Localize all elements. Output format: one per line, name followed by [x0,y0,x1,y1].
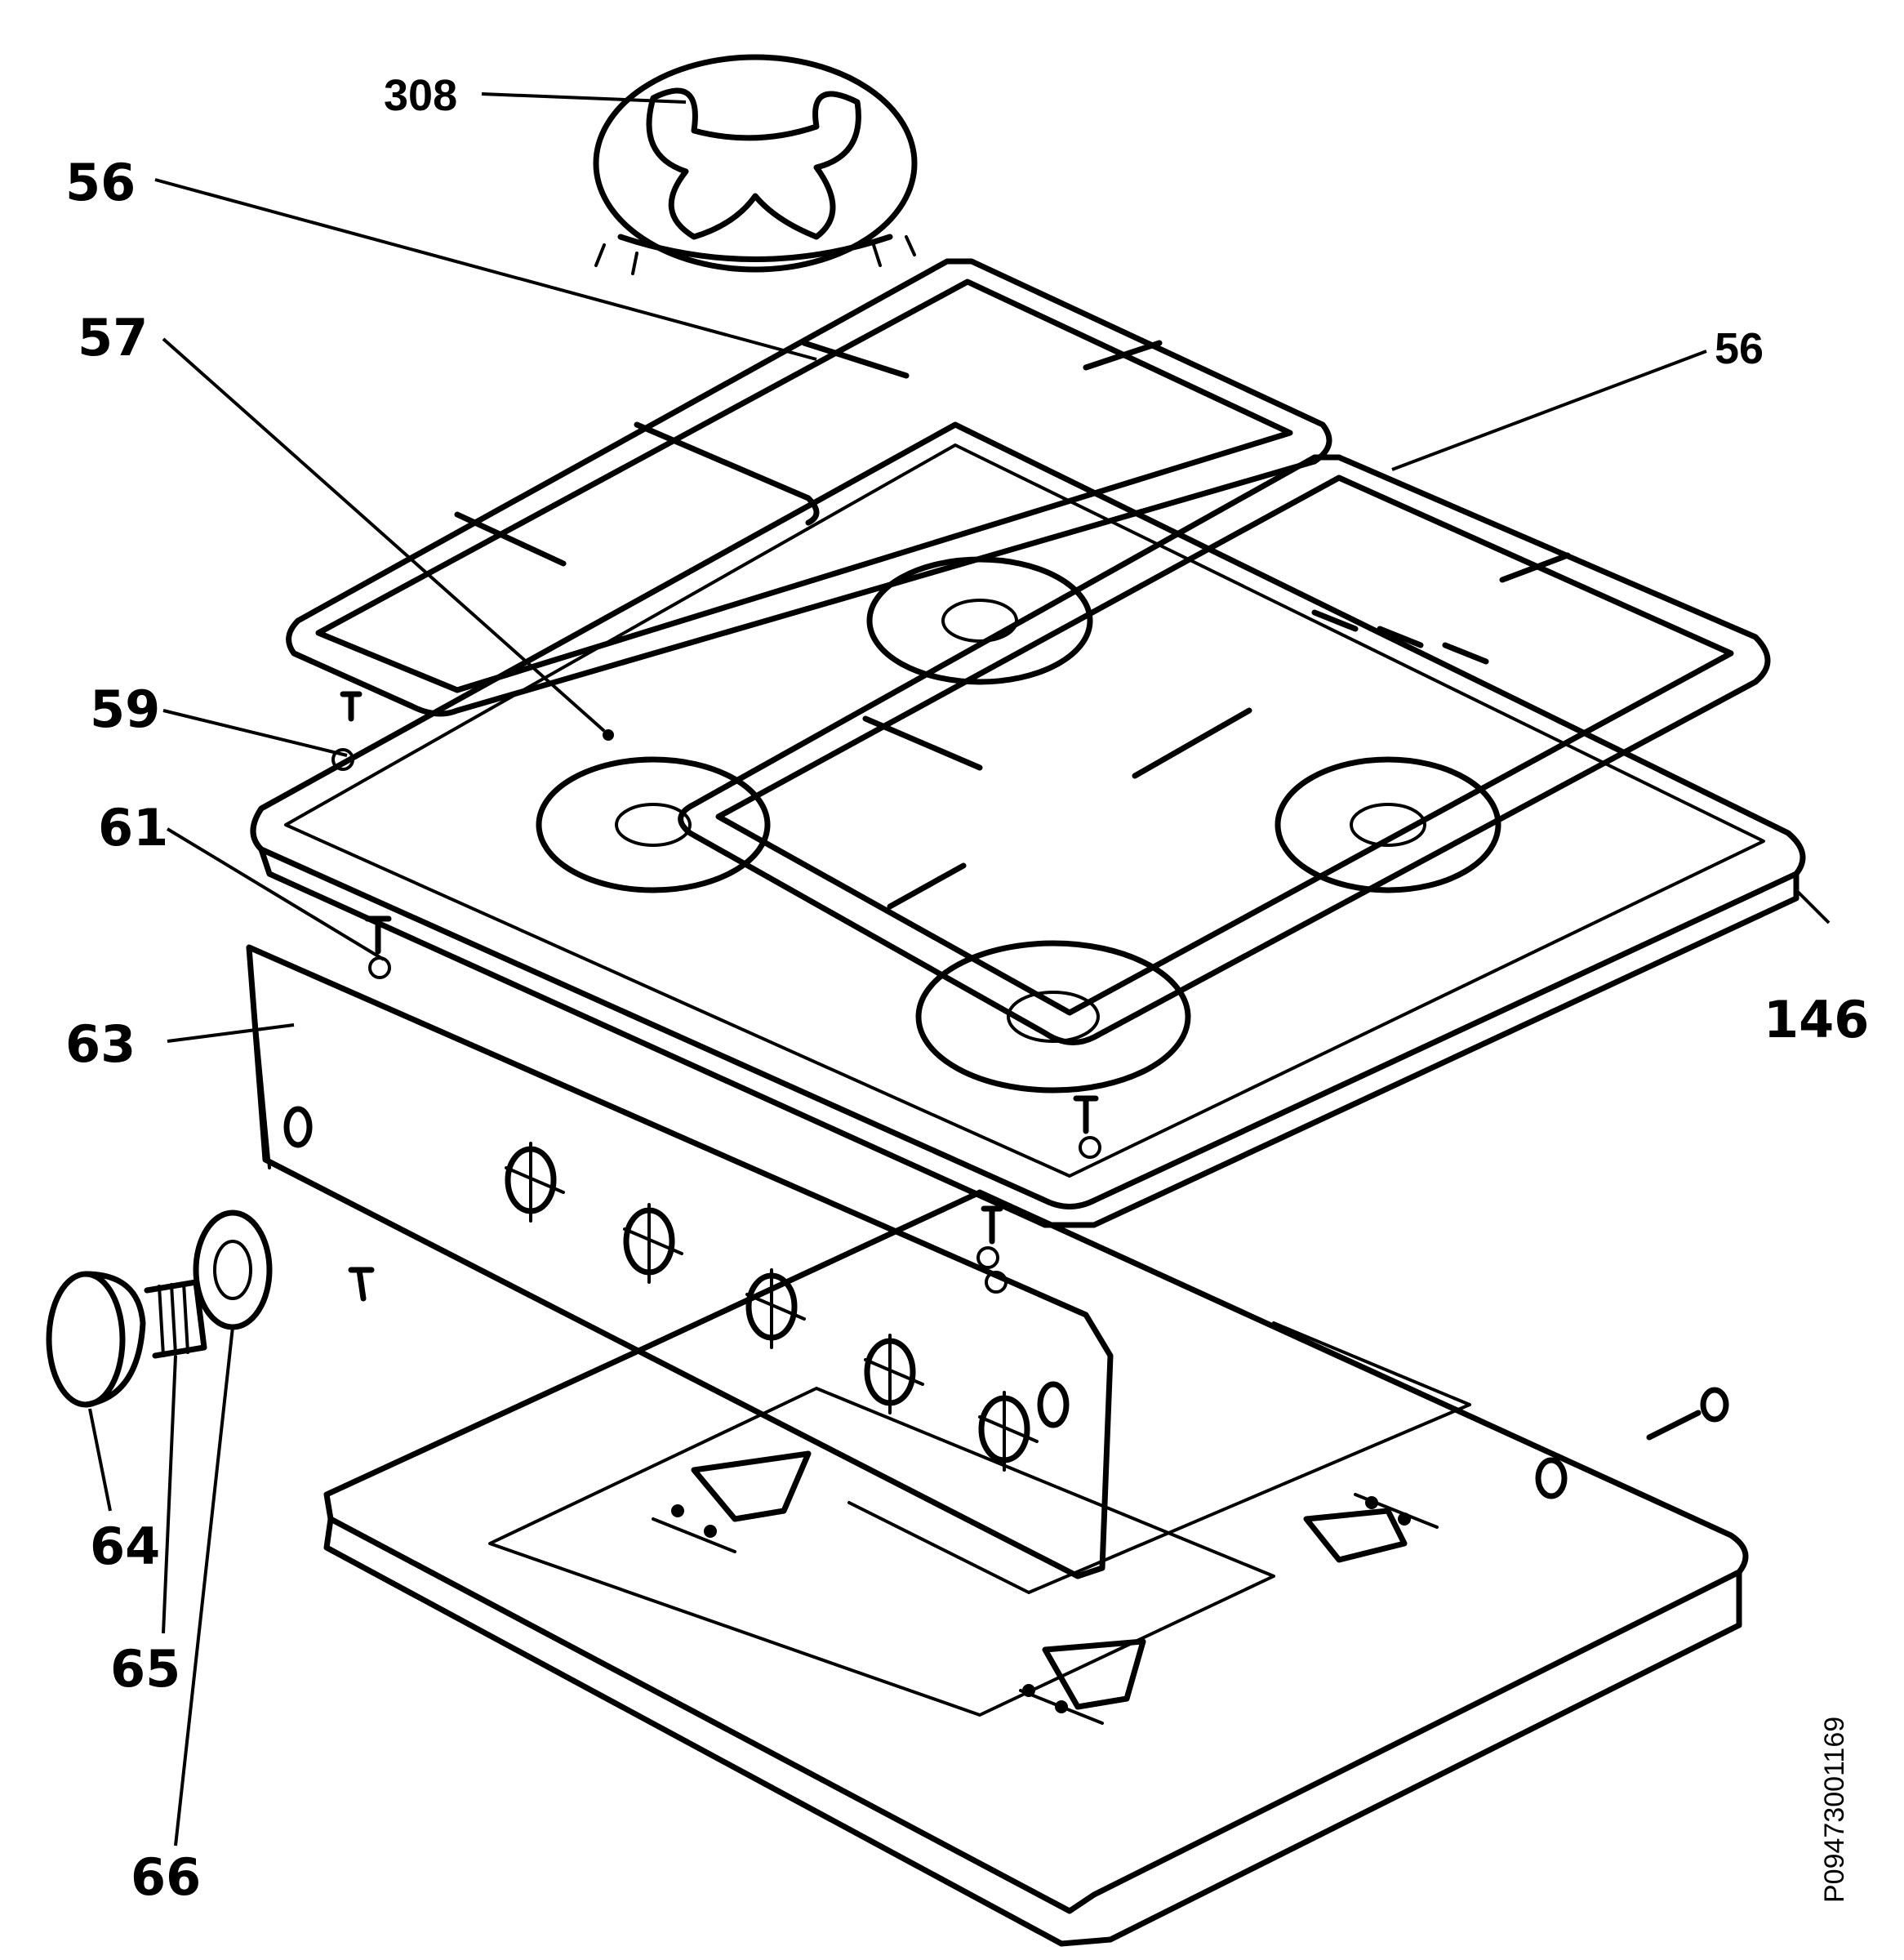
label-56-right: 56 [1715,324,1764,373]
label-61: 61 [98,798,168,858]
burner-crown-part-308 [593,54,918,275]
label-66: 66 [131,1847,201,1907]
pan-support-right-part-56 [678,454,1771,1045]
pan-support-left-part-56 [286,258,1332,717]
label-59: 59 [90,679,160,739]
label-63: 63 [65,1014,136,1074]
hob-top-part-57 [250,421,1806,1228]
leader-lines [88,92,1831,1846]
label-64: 64 [90,1517,160,1576]
label-57: 57 [78,308,148,368]
label-65: 65 [110,1639,180,1699]
drawing-code: P09473001169 [1819,1717,1850,1903]
knob-assembly-part-64-65-66 [46,1209,273,1408]
control-panel-part-63 [246,944,1114,1579]
label-56-upper: 56 [65,153,136,212]
label-308: 308 [384,71,457,120]
base-tray [323,1189,1749,1947]
label-146: 146 [1764,990,1869,1049]
